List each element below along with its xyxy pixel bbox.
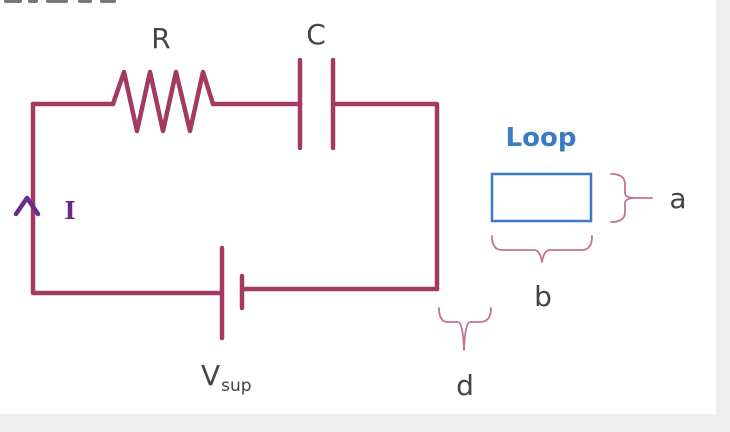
loop-height-brace [610, 173, 634, 223]
loop-height-label: a [669, 182, 686, 215]
resistor-label: R [151, 22, 170, 55]
loop-title: Loop [506, 123, 577, 153]
cropped-text-fragment [0, 0, 716, 6]
resistor-zigzag [110, 69, 216, 134]
current-arrow-icon [13, 195, 41, 217]
wire-top-right [330, 101, 440, 292]
supply-voltage-subscript: sup [221, 376, 251, 396]
wire-bottom-left [30, 101, 225, 296]
loop-rectangle [490, 172, 593, 223]
current-label: I [64, 196, 75, 225]
distance-brace [438, 307, 492, 351]
rc-circuit-diagram: R C I Vsup Loop a b d [13, 18, 687, 402]
diagram-panel: R C I Vsup Loop a b d [0, 0, 716, 414]
supply-voltage-label: Vsup [201, 359, 252, 396]
supply-voltage-main: V [201, 359, 220, 392]
loop-width-brace [491, 235, 593, 263]
distance-label: d [456, 369, 474, 402]
loop-width-label: b [534, 280, 552, 313]
capacitor-label: C [306, 18, 326, 51]
